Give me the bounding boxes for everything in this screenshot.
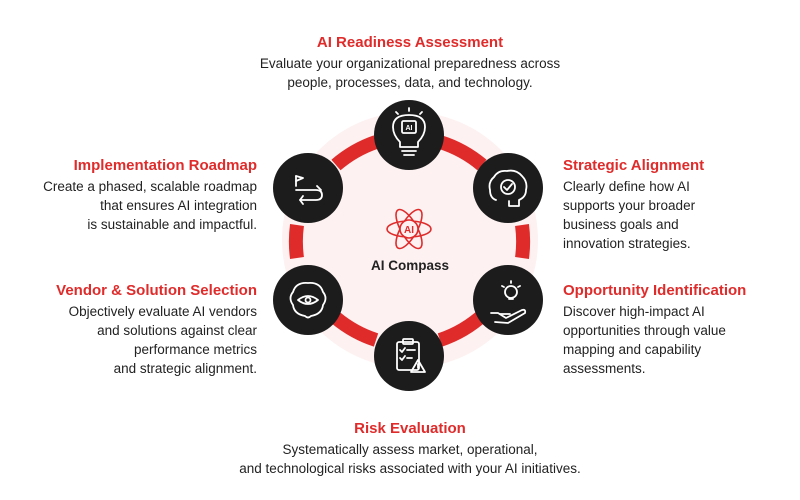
- step-title: Risk Evaluation: [354, 420, 466, 437]
- step-desc-line: Objectively evaluate AI vendors: [68, 304, 257, 319]
- step-alignment: Strategic Alignment Clearly define how A…: [563, 157, 783, 253]
- center-logo-text: AI: [404, 225, 414, 236]
- step-desc-line: business goals and: [563, 217, 679, 232]
- step-desc-line: Clearly define how AI: [563, 179, 690, 194]
- step-desc-line: innovation strategies.: [563, 236, 691, 251]
- ai-atom-logo: [386, 208, 432, 250]
- step-vendor: Vendor & Solution Selection Objectively …: [25, 282, 257, 378]
- step-desc-line: Systematically assess market, operationa…: [282, 442, 538, 457]
- step-desc-line: assessments.: [563, 361, 646, 376]
- arc-roadmap-readiness: [331, 135, 379, 171]
- step-desc-line: Discover high-impact AI: [563, 304, 705, 319]
- brain-eye-icon: [289, 282, 327, 319]
- step-title: Implementation Roadmap: [73, 157, 257, 174]
- node-roadmap: [273, 153, 343, 223]
- arc-vendor-roadmap: [288, 224, 304, 259]
- step-desc-line: Create a phased, scalable roadmap: [43, 179, 257, 194]
- hand-lightbulb-icon: [490, 280, 527, 324]
- arc-alignment-opportunity: [515, 224, 531, 259]
- step-roadmap: Implementation Roadmap Create a phased, …: [10, 157, 257, 234]
- brain-check-icon: [488, 169, 528, 207]
- lightbulb-ai-text: AI: [406, 125, 413, 132]
- step-title: Vendor & Solution Selection: [56, 282, 257, 299]
- node-risk: [374, 321, 444, 391]
- route-flag-icon: [295, 175, 323, 205]
- step-title: Opportunity Identification: [563, 282, 747, 299]
- step-desc-line: supports your broader: [563, 198, 696, 213]
- center-label: AI Compass: [370, 258, 450, 273]
- step-desc-line: Evaluate your organizational preparednes…: [259, 56, 561, 71]
- step-risk: Risk Evaluation Systematically assess ma…: [180, 420, 640, 478]
- step-opportunity: Opportunity Identification Discover high…: [563, 282, 788, 378]
- step-desc-line: and solutions against clear: [97, 323, 257, 338]
- lightbulb-ai-icon: [392, 107, 426, 156]
- step-desc-line: mapping and capability: [563, 342, 702, 357]
- clipboard-warning-icon: [396, 338, 426, 373]
- step-desc-line: is sustainable and impactful.: [87, 217, 257, 232]
- node-vendor: [273, 265, 343, 335]
- node-readiness: [374, 100, 444, 170]
- step-readiness: AI Readiness Assessment Evaluate your or…: [220, 34, 600, 92]
- step-title: AI Readiness Assessment: [316, 34, 504, 51]
- node-opportunity: [473, 265, 543, 335]
- step-desc-line: that ensures AI integration: [100, 198, 257, 213]
- step-title: Strategic Alignment: [563, 157, 705, 174]
- step-desc-line: and technological risks associated with …: [239, 461, 581, 476]
- step-desc-line: performance metrics: [133, 342, 257, 357]
- step-desc-line: people, processes, data, and technology.: [287, 75, 533, 90]
- step-desc-line: and strategic alignment.: [113, 361, 257, 376]
- step-desc-line: opportunities through value: [563, 323, 726, 338]
